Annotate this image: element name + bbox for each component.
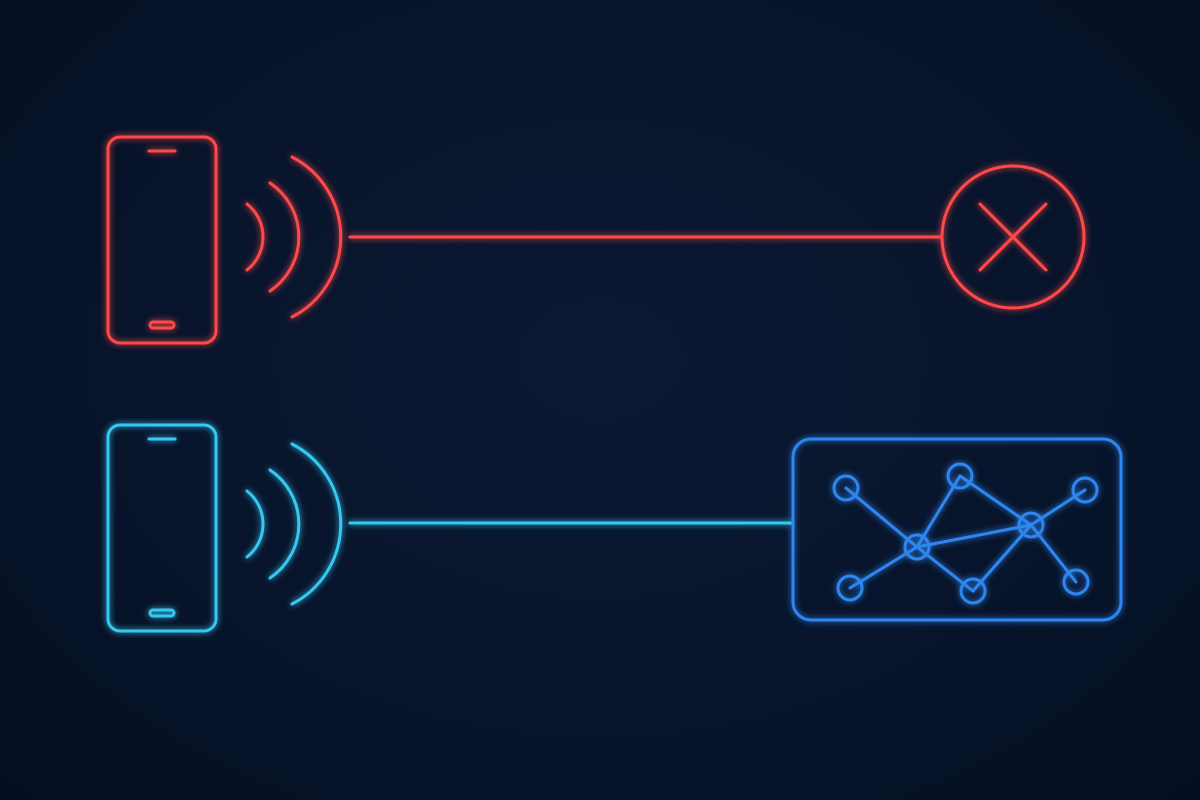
wireless-signal-icon: [245, 155, 343, 319]
network-mesh-icon: [791, 437, 1123, 622]
error-x-circle-icon: [940, 164, 1086, 310]
smartphone-icon: [106, 135, 218, 345]
smartphone-icon: [106, 423, 218, 633]
connected-row: [106, 423, 1123, 633]
failed-connection-row: [106, 135, 1086, 345]
wireless-signal-icon: [245, 442, 343, 606]
